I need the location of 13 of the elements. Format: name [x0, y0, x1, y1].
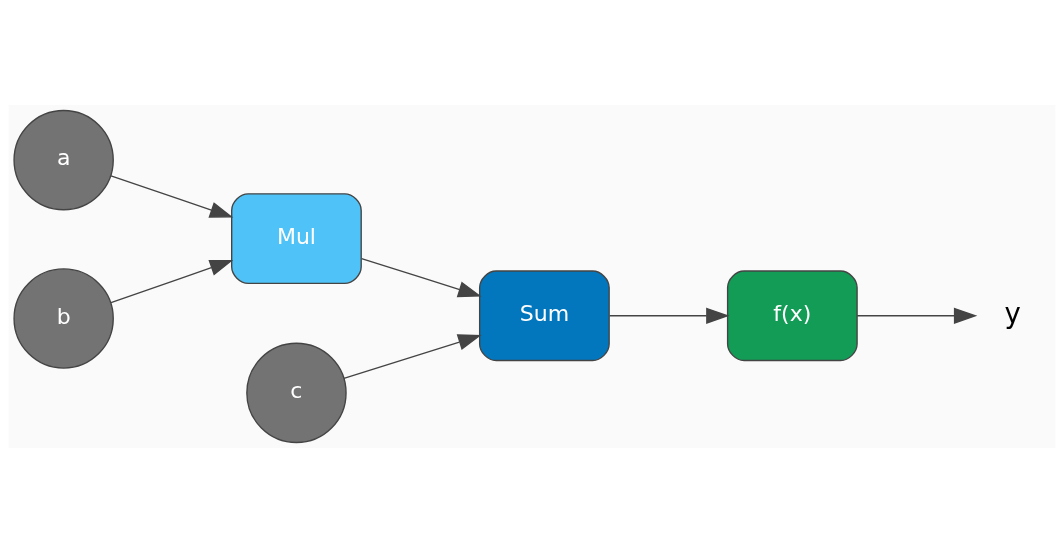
arrow: [110, 175, 234, 218]
node-box: Sum: [478, 270, 610, 362]
arrow: [856, 307, 978, 324]
node-box: f(x): [726, 270, 858, 362]
arrow: [343, 334, 482, 380]
node-circle: c: [246, 342, 347, 444]
node-box: Mul: [231, 193, 362, 285]
node-circle: a: [13, 109, 114, 211]
node-circle: b: [13, 268, 114, 369]
node-text: y: [1004, 296, 1021, 329]
arrow: [360, 258, 482, 298]
arrow: [110, 260, 234, 304]
arrow: [608, 307, 730, 324]
